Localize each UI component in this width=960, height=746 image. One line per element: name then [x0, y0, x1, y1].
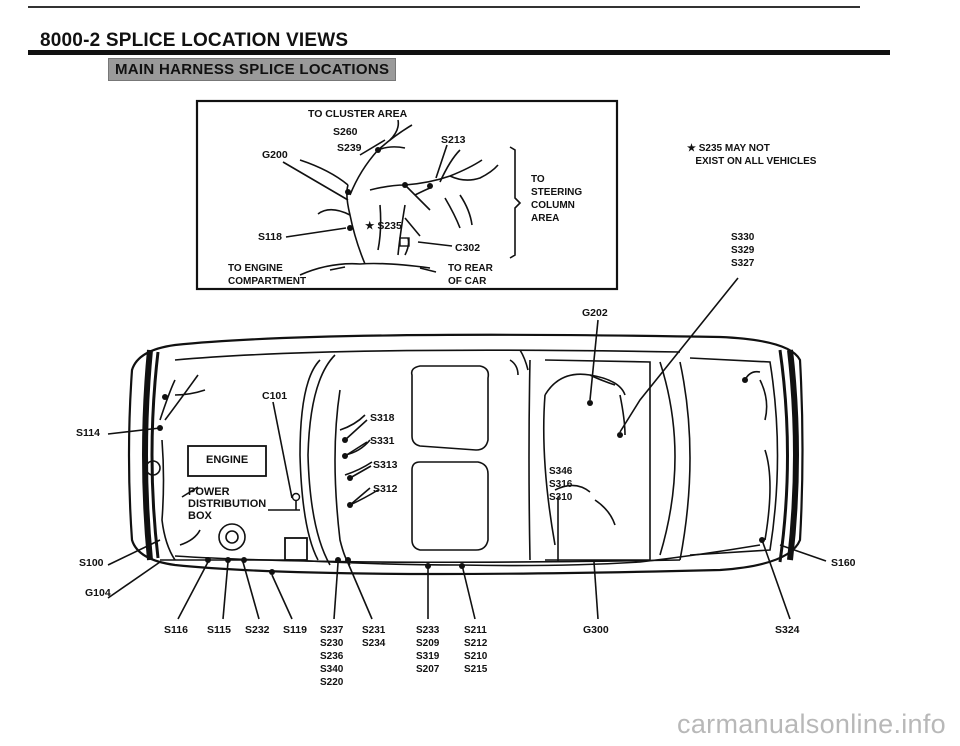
inset-frame — [195, 99, 619, 291]
page-title: 8000-2 SPLICE LOCATION VIEWS — [40, 30, 349, 51]
inset-g200-label: G200 — [262, 149, 288, 161]
engine-block — [187, 445, 267, 477]
inset-s239-label: S239 — [337, 142, 362, 154]
inset-branch — [299, 159, 349, 186]
s313-label: S313 — [373, 459, 398, 471]
s211-column-label: S211 S212 S210 S215 — [464, 625, 488, 675]
inset-cluster-label: TO CLUSTER AREA — [308, 108, 408, 120]
s237-column-label: S237 S230 S236 S340 S220 — [320, 625, 344, 688]
s324-label: S324 — [775, 624, 800, 636]
s346-group-label: S346 S316 S310 — [549, 466, 573, 503]
inset-s118-label: S118 — [258, 231, 282, 243]
s312-label: S312 — [373, 483, 398, 495]
inset-steering-label: TO STEERING COLUMN AREA — [531, 174, 583, 224]
s116-label: S116 — [164, 624, 188, 636]
inset-trunk — [299, 262, 431, 276]
s114-label: S114 — [76, 427, 100, 439]
front-seat-upper — [410, 365, 490, 451]
title-underline — [28, 50, 890, 55]
s235-note: ★ S235 MAY NOT EXIST ON ALL VEHICLES — [687, 143, 817, 167]
inset-engine-compartment-label: TO ENGINE COMPARTMENT — [228, 263, 307, 287]
engine-label: ENGINE — [206, 454, 249, 466]
g300-label: G300 — [583, 624, 609, 636]
watermark[interactable]: carmanualsonline.info — [677, 709, 946, 739]
s233-column-label: S233 S209 S319 S207 — [416, 625, 440, 675]
g202-label: G202 — [582, 307, 608, 319]
s330-group-label: S330 S329 S327 — [731, 232, 755, 269]
car-body — [127, 333, 804, 576]
s100-label: S100 — [79, 557, 104, 569]
distribution-box — [284, 537, 308, 561]
inset-rear-label: TO REAR OF CAR — [448, 263, 493, 287]
s331-label: S331 — [370, 435, 395, 447]
inset-branch — [317, 208, 351, 216]
c101-label: C101 — [262, 390, 288, 402]
s232-label: S232 — [245, 624, 270, 636]
inset-branch — [346, 184, 366, 265]
inset-s260-label: S260 — [333, 126, 358, 138]
power-distribution-box-label: POWER DISTRIBUTION BOX — [188, 486, 267, 522]
s119-label: S119 — [283, 624, 307, 636]
inset-c302-label: C302 — [455, 242, 481, 254]
front-seat-lower — [411, 461, 489, 551]
section-banner: MAIN HARNESS SPLICE LOCATIONS — [108, 58, 397, 81]
s115-label: S115 — [207, 624, 231, 636]
s160-label: S160 — [831, 557, 856, 569]
inset-s213-label: S213 — [441, 134, 466, 146]
s318-label: S318 — [370, 412, 395, 424]
s231-column-label: S231 S234 — [362, 625, 386, 649]
inset-s235-label: ★ S235 — [365, 220, 402, 232]
top-rule — [28, 6, 860, 8]
g104-label: G104 — [85, 587, 111, 599]
